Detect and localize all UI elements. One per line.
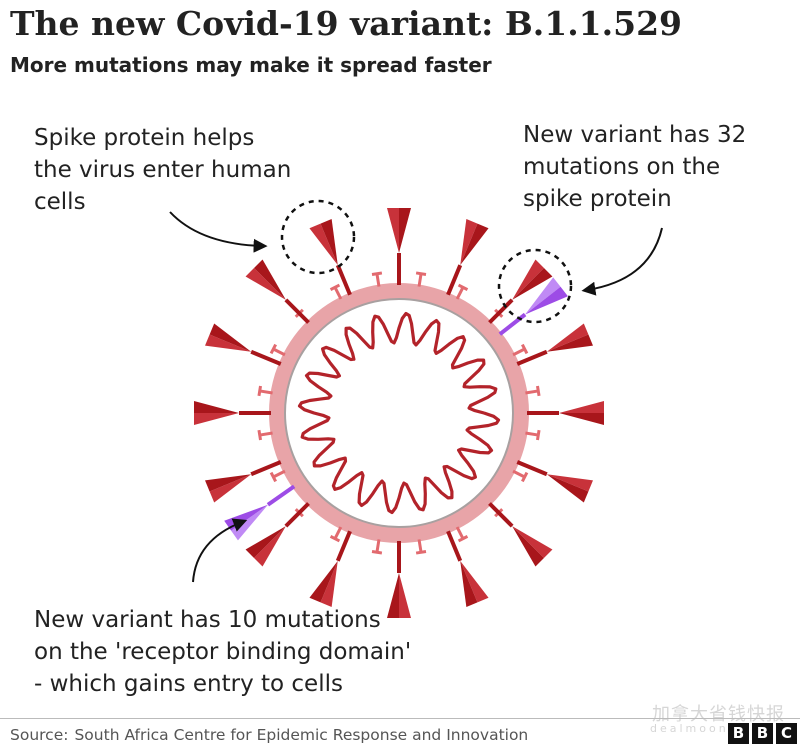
annotation-line: mutations on the xyxy=(523,151,746,183)
rna-coil xyxy=(300,314,499,513)
annotation-line: Spike protein helps xyxy=(34,122,291,154)
annotation-line: cells xyxy=(34,186,291,218)
spike-protein xyxy=(448,219,489,295)
variant-spike-protein xyxy=(224,486,294,540)
spike-protein xyxy=(205,462,281,503)
membrane-protein xyxy=(331,527,341,541)
spike-protein xyxy=(309,219,350,295)
spike-protein xyxy=(527,401,604,425)
membrane-protein xyxy=(271,471,285,481)
mutations-callout-arrow xyxy=(587,228,662,290)
membrane-protein xyxy=(457,285,467,299)
annotation-line: the virus enter human xyxy=(34,154,291,186)
spike-protein xyxy=(517,323,593,364)
annotation-line: - which gains entry to cells xyxy=(34,668,411,700)
spike-protein xyxy=(387,208,411,285)
membrane-protein xyxy=(513,471,527,481)
spike-protein xyxy=(246,260,309,323)
spike-protein xyxy=(448,531,489,607)
logo-letter: B xyxy=(728,723,749,744)
spike-protein xyxy=(517,462,593,503)
watermark-subtext: dealmoon xyxy=(650,722,729,735)
virus-particle xyxy=(194,208,604,618)
membrane-protein xyxy=(271,345,285,355)
membrane-protein xyxy=(457,527,467,541)
spike-protein xyxy=(309,531,350,607)
logo-letter: B xyxy=(752,723,773,744)
rbd-mutations-annotation: New variant has 10 mutations on the 'rec… xyxy=(34,604,411,700)
spike-protein xyxy=(205,323,281,364)
logo-letter: C xyxy=(776,723,797,744)
membrane-protein xyxy=(331,285,341,299)
membrane-protein xyxy=(513,345,527,355)
annotation-line: spike protein xyxy=(523,183,746,215)
source-label: Source: xyxy=(10,726,68,744)
annotation-line: on the 'receptor binding domain' xyxy=(34,636,411,668)
bbc-logo: B B C xyxy=(728,723,797,744)
spike-protein-annotation: Spike protein helps the virus enter huma… xyxy=(34,122,291,218)
footer-divider xyxy=(0,718,800,719)
source-note: Source: South Africa Centre for Epidemic … xyxy=(10,726,528,744)
annotation-line: New variant has 32 xyxy=(523,119,746,151)
spike-protein xyxy=(194,401,271,425)
spike-protein xyxy=(490,504,553,567)
source-text: South Africa Centre for Epidemic Respons… xyxy=(74,726,528,744)
spike-mutations-annotation: New variant has 32 mutations on the spik… xyxy=(523,119,746,215)
annotation-line: New variant has 10 mutations xyxy=(34,604,411,636)
